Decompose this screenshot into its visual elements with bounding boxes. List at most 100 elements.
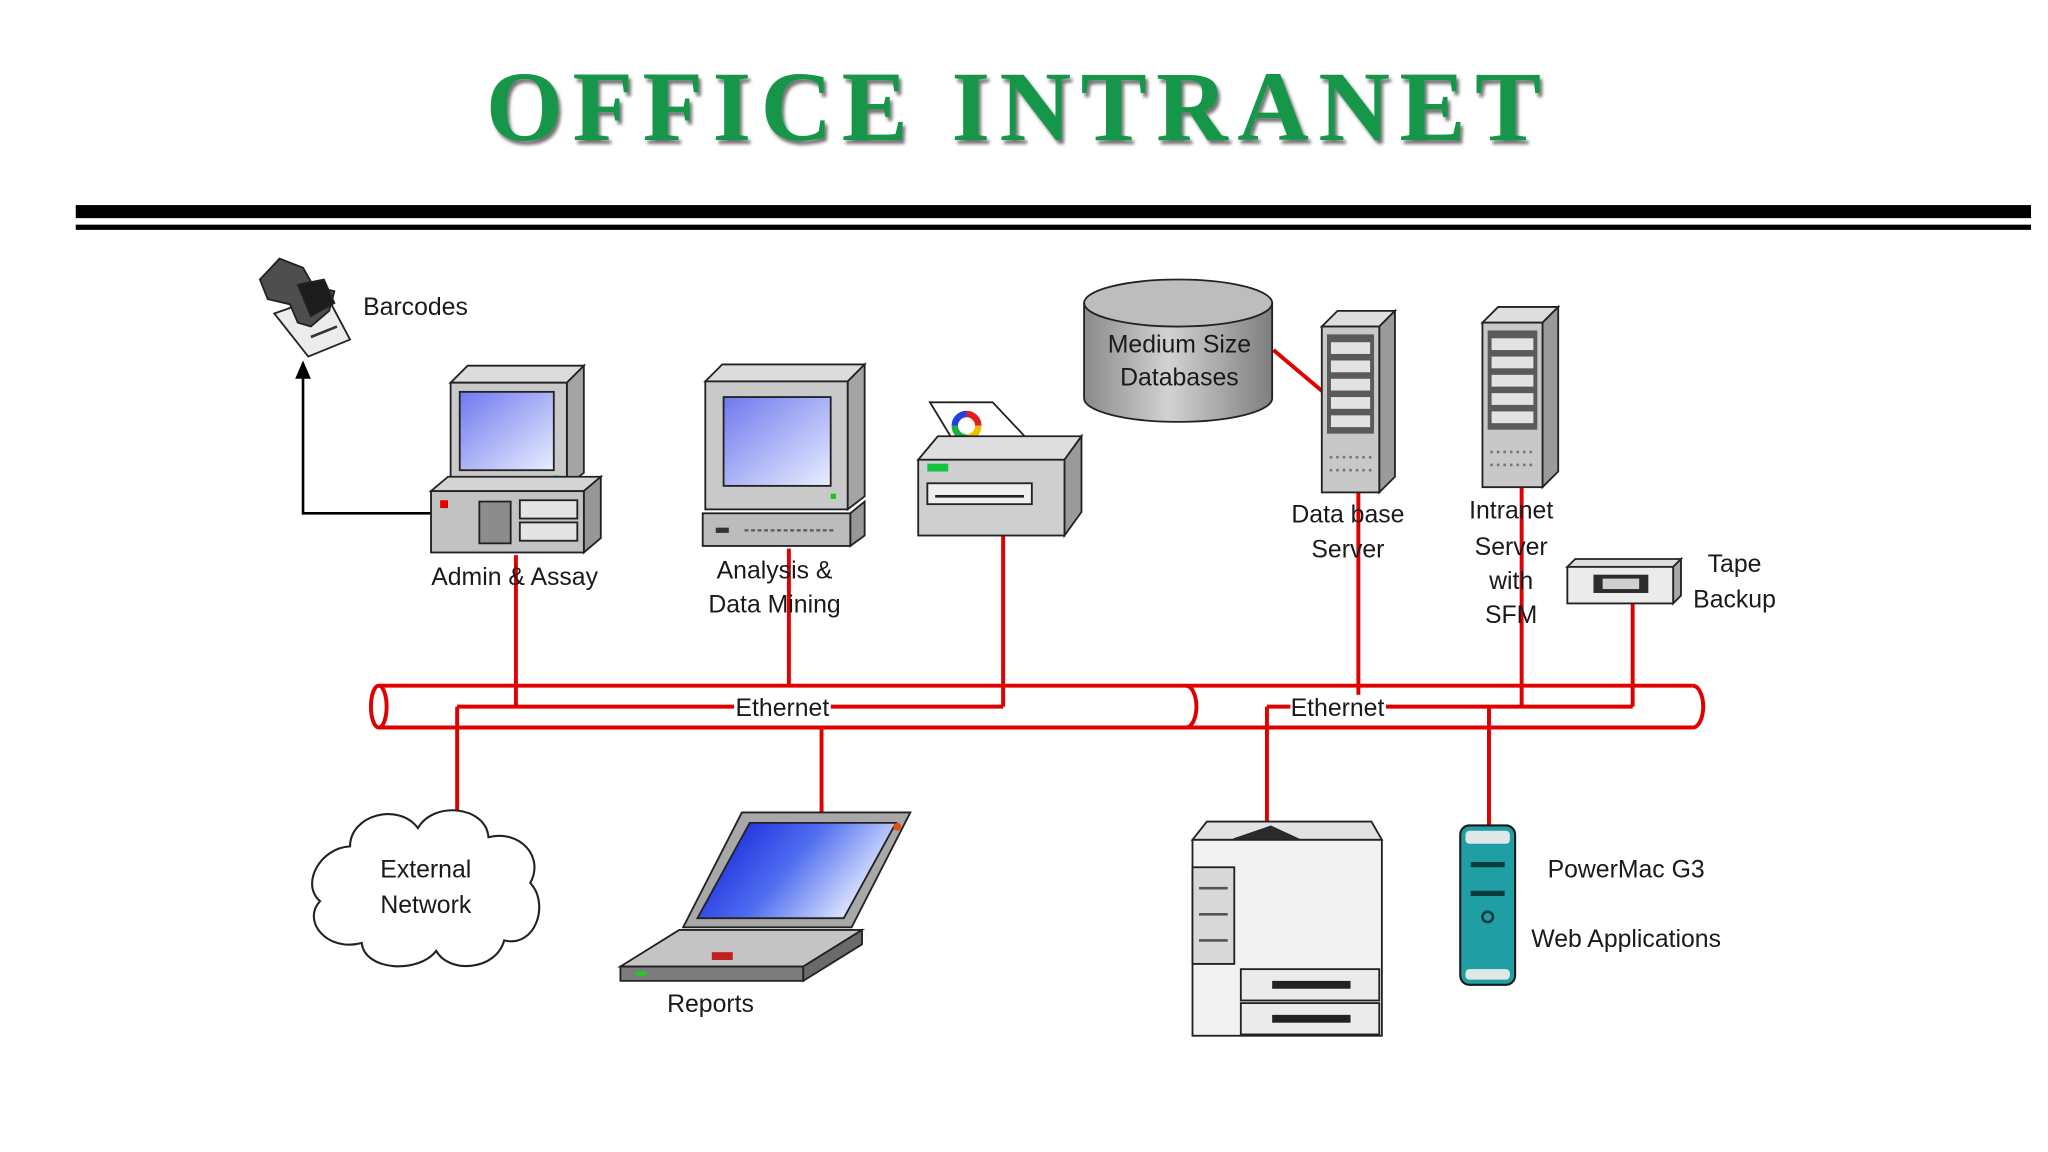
barcode-link [295,360,432,515]
tape-drive-side [1672,556,1682,606]
analysis-label-line2: Data Mining [708,592,840,619]
barcodes-label: Barcodes [363,294,468,321]
database-cylinder-top [1083,278,1274,328]
monitor-top [703,363,867,383]
intranet-server-label-line2: Server [1475,534,1548,561]
intranet-server-label-line4: SFM [1485,602,1537,629]
barcode-link-line [301,376,432,515]
ethernet-label: Ethernet [1291,695,1385,722]
powermac-tower-icon [1459,824,1517,986]
monitor-screen [722,396,832,487]
database-icon [1083,278,1274,423]
scanner-stripe [310,325,338,339]
external-network-label-line2: Network [380,892,472,919]
drive-bay [518,499,579,520]
tape-backup-label-line1: Tape [1708,551,1762,578]
tape-slot-inner [1602,578,1640,590]
paper-tray [926,482,1033,506]
powermac-label: PowerMac G3 [1548,857,1705,884]
scanner-head [296,278,336,318]
analysis-label-line1: Analysis & [717,558,833,585]
laptop-screen [695,821,898,920]
ethernet-label-bg [1290,694,1386,720]
database-server-label-line1: Data base [1291,501,1404,528]
laptop-indicator [893,822,902,831]
laptop-front [619,965,805,982]
powermac-top-cap [1465,830,1510,844]
laptop-icon [617,811,912,983]
title-divider-thick [75,205,2032,219]
title-divider-thin [75,224,2032,230]
barcode-scanner-icon [258,257,352,358]
desktop-computer-icon [428,363,604,555]
paper-drawer [1239,968,1381,1002]
cpu-top [428,475,604,493]
monitor-screen [458,390,555,472]
powermac-drive [1470,890,1505,896]
backbone-left-end [368,683,389,730]
tape-drive-icon [1565,556,1684,606]
server-bay [1330,415,1371,428]
cpu-side [849,499,866,548]
color-segment [966,410,982,427]
server-bay [1491,356,1534,369]
external-network-label-line1: External [380,857,471,884]
monitor-top [448,364,587,384]
cpu-side [582,474,602,555]
admin-assay-label: Admin & Assay [431,564,598,591]
page-title: OFFICE INTRANET [486,53,1541,162]
powermac-base [1465,969,1510,980]
ethernet-label-bg [734,694,831,720]
cloud-icon [311,809,541,968]
server-tower-icon [1319,308,1398,495]
power-led [830,493,836,499]
drawer-handle [1272,1014,1351,1023]
link-databases-to-server [1272,348,1325,394]
powermac-drive [1470,862,1505,868]
reports-label: Reports [667,991,754,1018]
power-button-icon [1481,910,1495,924]
printer-top [916,435,1084,461]
server-bay [1491,374,1534,387]
printer-led [927,463,949,472]
laser-printer-icon [1190,820,1384,1037]
arrow-up-icon [295,360,311,379]
server-bay [1491,393,1534,405]
monitor-side [565,363,585,488]
databases-label-line1: Medium Size [1108,332,1251,359]
drive-bay [518,521,579,542]
intranet-server-label-line1: Intranet [1469,498,1553,525]
databases-label-line2: Databases [1120,364,1239,391]
drive-slot [715,527,729,533]
ethernet-backbone [368,683,1706,730]
server-side [1541,304,1560,490]
server-bay [1330,378,1371,391]
tape-backup-label-line2: Backup [1693,586,1776,613]
network-drops [455,348,1635,829]
laptop-led [636,971,647,976]
desktop-computer-icon [701,362,867,548]
database-server-label-line2: Server [1311,537,1384,564]
powermac-case [1459,824,1517,986]
color-segment [951,410,967,427]
server-bay [1491,338,1534,351]
database-cylinder-body [1083,302,1274,423]
monitor-side [846,362,866,512]
laptop-side [802,928,863,983]
ethernet-label: Ethernet [735,695,829,722]
server-tower-icon [1480,304,1561,490]
printer-icon [916,401,1084,539]
server-bay [1330,360,1371,373]
server-bay [1491,411,1534,424]
intranet-server-label-line3: with [1488,568,1533,595]
backbone-right-end [1692,683,1706,730]
drive-bay [478,500,512,545]
cpu-led [440,500,448,509]
web-applications-label: Web Applications [1531,926,1721,953]
server-side [1378,308,1396,495]
backbone-segment-divider [1185,683,1199,730]
laptop-touchpad [711,952,733,960]
tape-drive-top [1565,558,1684,568]
drawer-handle [1272,980,1351,989]
